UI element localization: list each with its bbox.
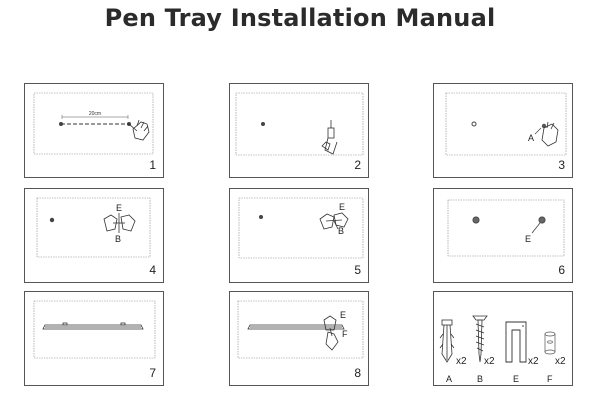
parts-list-panel: x2 A x2 B x2 E x2 F [433, 291, 573, 386]
part-b-label: B [477, 374, 483, 384]
screw-cap-icon [544, 331, 556, 355]
part-a-label: A [446, 374, 452, 384]
dimension-label: 20cm [89, 111, 101, 117]
hands-screwing-icon [319, 212, 349, 230]
pen-tray-icon [247, 324, 345, 330]
step-3-panel: A 3 [433, 83, 573, 178]
hand-with-pencil-icon [128, 119, 150, 141]
step-7-illustration [33, 300, 156, 359]
step-number: 6 [558, 263, 565, 277]
step-1-panel: 20cm 1 [24, 83, 164, 178]
step-number: 1 [149, 158, 156, 172]
step-6-illustration: E [447, 199, 565, 257]
part-label-b: B [115, 234, 121, 244]
step-1-illustration: 20cm [33, 92, 154, 155]
part-e-label: E [513, 374, 519, 384]
part-e-quantity: x2 [528, 356, 539, 367]
part-b-quantity: x2 [484, 356, 495, 367]
hands-attaching-cap-icon [323, 315, 339, 351]
step-7-panel: 7 [24, 291, 164, 386]
part-f-label: F [547, 374, 553, 384]
wall-anchor-icon [439, 319, 455, 363]
hands-holding-bracket-icon [103, 213, 136, 233]
step-number: 3 [558, 158, 565, 172]
hand-icon [541, 121, 559, 147]
part-label-e: E [339, 202, 345, 212]
anchor-dot [259, 215, 263, 219]
step-8-illustration: E F [237, 300, 364, 359]
drill-icon [321, 120, 338, 155]
step-6-panel: E 6 [433, 188, 573, 283]
mark-dot [261, 122, 265, 126]
bracket-icon [505, 321, 527, 363]
part-label-b: B [338, 226, 344, 236]
anchor-dot [49, 217, 55, 223]
manual-title: Pen Tray Installation Manual [104, 4, 496, 32]
part-label-f: F [342, 329, 348, 339]
mounted-bracket-left [472, 216, 480, 224]
part-label-e: E [340, 310, 346, 320]
part-label-a: A [528, 133, 534, 143]
step-5-panel: E B 5 [229, 188, 369, 283]
step-number: 7 [149, 366, 156, 380]
part-a-quantity: x2 [456, 356, 467, 367]
mounted-bracket-right [538, 216, 546, 224]
step-4-panel: E B 4 [24, 188, 164, 283]
step-8-panel: E F 8 [229, 291, 369, 386]
step-4-illustration: E B [36, 197, 151, 258]
drilled-hole [471, 121, 477, 127]
step-number: 8 [354, 366, 361, 380]
parts-list-illustration: x2 A x2 B x2 E x2 F [439, 315, 566, 384]
step-2-illustration [235, 92, 364, 156]
part-label-e: E [525, 234, 531, 244]
pen-tray-icon [42, 322, 144, 330]
step-number: 2 [354, 158, 361, 172]
part-label-e: E [116, 203, 122, 213]
screw-icon [472, 315, 488, 363]
step-number: 5 [354, 263, 361, 277]
step-5-illustration: E B [238, 197, 364, 259]
part-f-quantity: x2 [555, 356, 566, 367]
step-3-illustration: A [445, 92, 567, 156]
step-2-panel: 2 [229, 83, 369, 178]
step-number: 4 [149, 263, 156, 277]
